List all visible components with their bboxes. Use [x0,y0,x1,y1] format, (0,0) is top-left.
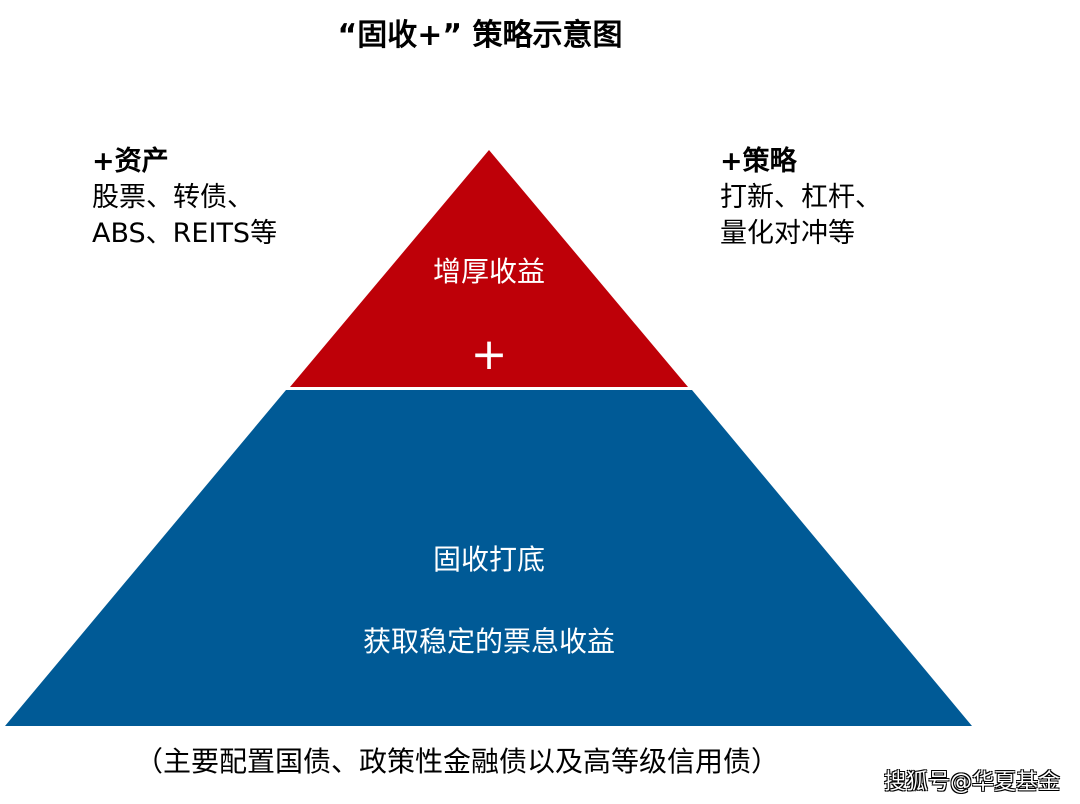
top-layer-label: 增厚收益 [432,255,545,288]
base-layer-sublabel: 获取稳定的票息收益 [362,625,615,658]
left-note-line: ABS、REITS等 [92,218,278,249]
left-note: +资产 股票、转债、 ABS、REITS等 [92,144,277,252]
diagram-title: “固收+” 策略示意图 [337,18,623,53]
footnote: （主要配置国债、政策性金融债以及高等级信用债） [135,745,780,778]
plus-sign: + [470,329,508,380]
left-note-line: 股票、转债、 [92,182,254,213]
left-note-heading: +资产 [92,146,169,177]
right-note-line: 量化对冲等 [720,218,855,249]
right-note-line: 打新、杠杆、 [720,182,882,213]
base-layer-trapezoid [5,390,972,726]
watermark: 搜狐号@华夏基金 [884,770,1061,795]
top-layer-triangle [290,150,688,387]
right-note-heading: +策略 [720,146,797,177]
base-layer-label: 固收打底 [432,543,545,576]
right-note: +策略 打新、杠杆、 量化对冲等 [720,144,882,252]
